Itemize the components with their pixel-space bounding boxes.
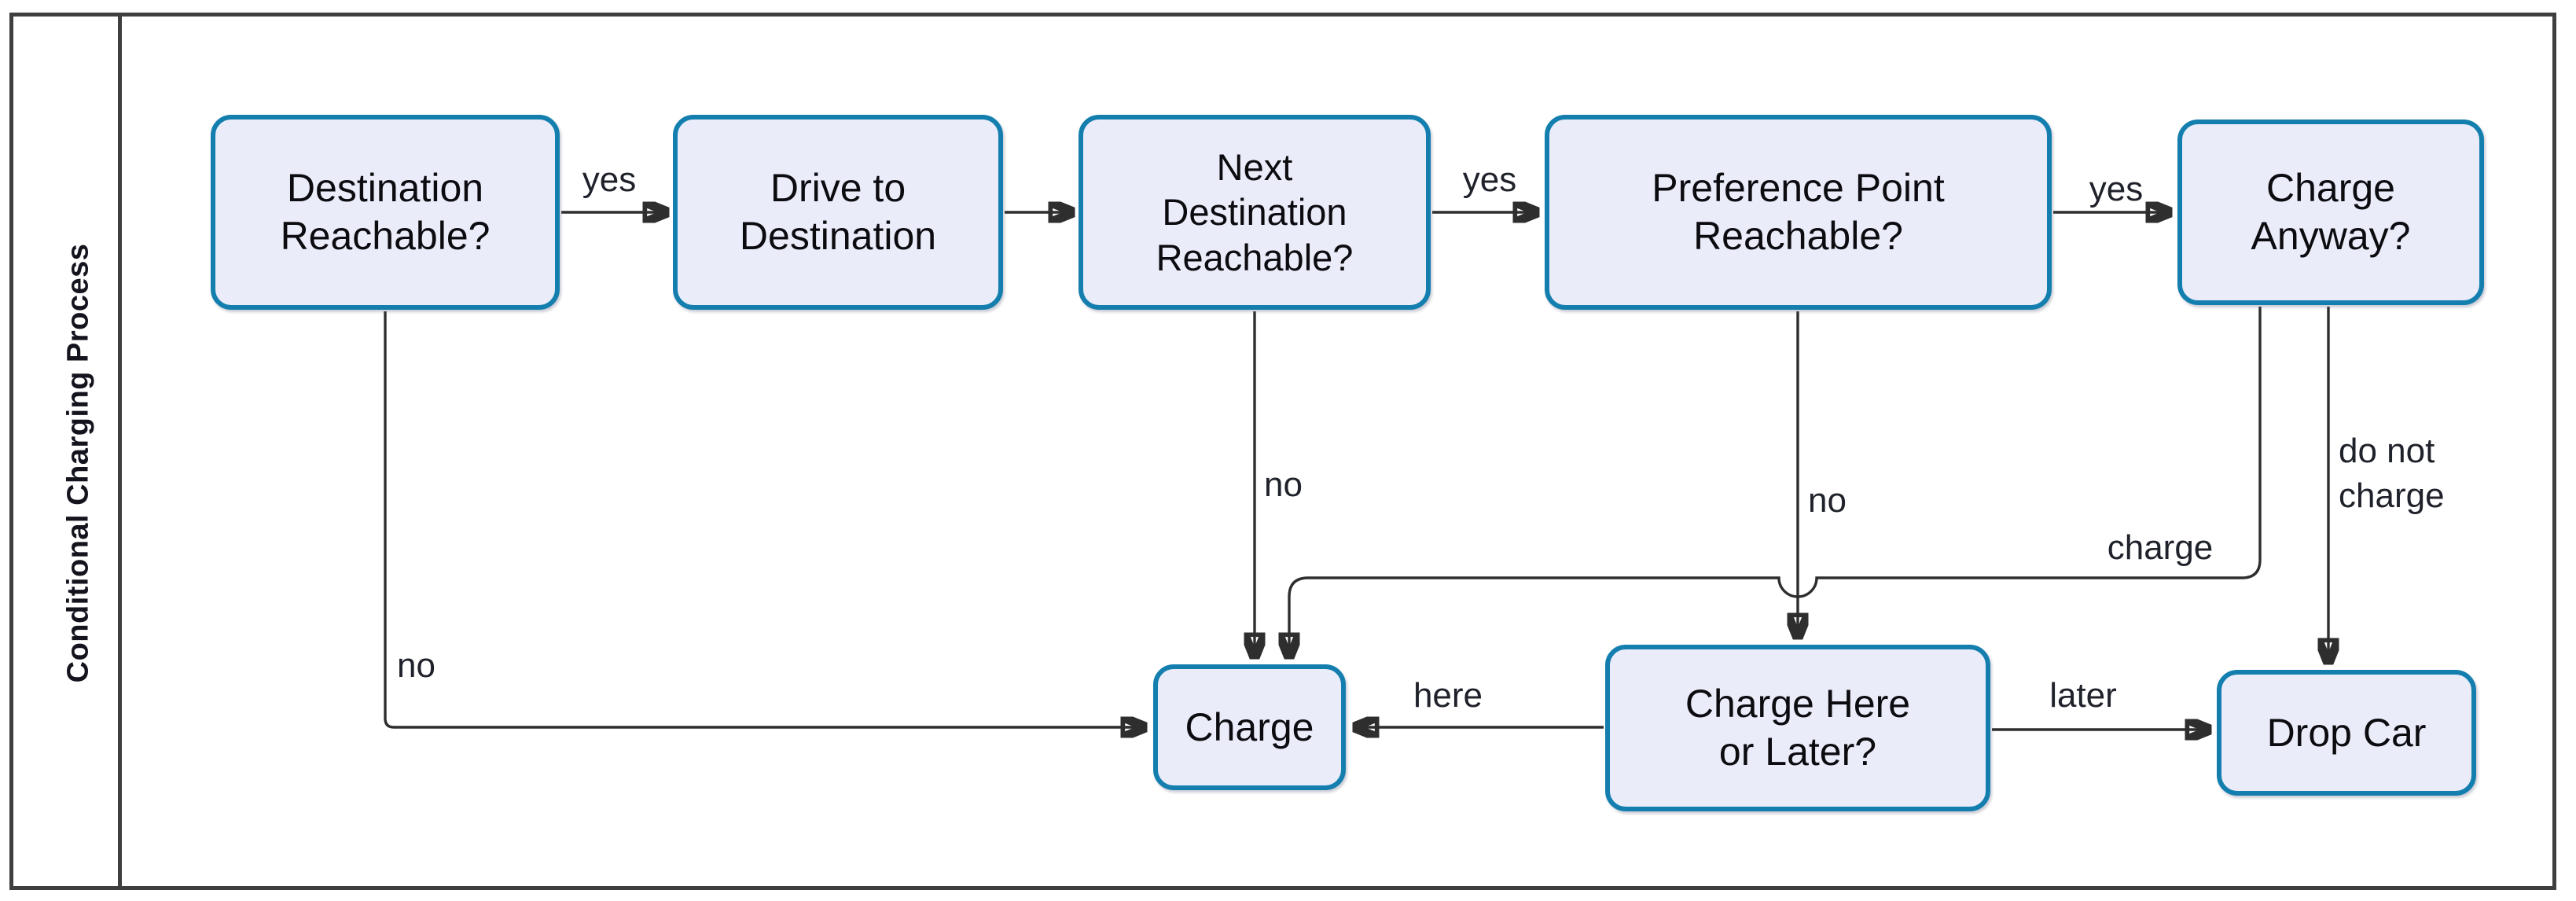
edge-label-yes-next-destination: yes [1462, 160, 1517, 199]
edge-label-later: later [2049, 676, 2117, 715]
node-label: Drop Car [2266, 710, 2427, 755]
lane-title: Conditional Charging Process [61, 243, 95, 683]
edge-label-no-next-destination: no [1264, 465, 1303, 504]
lane-divider [118, 13, 122, 890]
node-label: Charge Here or Later? [1685, 682, 1911, 774]
edge-label-here: here [1413, 676, 1483, 715]
node-charge-anyway: Charge Anyway? [2177, 120, 2484, 305]
node-label: Drive to Destination [739, 166, 937, 258]
edge-label-no-destination: no [397, 646, 435, 685]
node-next-destination-reachable: Next Destination Reachable? [1079, 115, 1431, 310]
node-label: Preference Point Reachable? [1652, 166, 1945, 258]
node-label: Destination Reachable? [280, 166, 491, 258]
node-charge: Charge [1153, 664, 1346, 790]
node-destination-reachable: Destination Reachable? [211, 115, 560, 310]
node-preference-point-reachable: Preference Point Reachable? [1545, 115, 2052, 310]
edge-label-yes-preference-point: yes [2089, 170, 2144, 208]
node-label: Charge [1185, 704, 1314, 749]
node-label: Charge Anyway? [2251, 166, 2411, 258]
edge-label-no-preference-point: no [1808, 481, 1847, 520]
node-label: Next Destination Reachable? [1156, 146, 1354, 278]
node-drop-car: Drop Car [2217, 670, 2476, 796]
edge-label-yes-destination: yes [582, 160, 637, 199]
edge-label-charge: charge [2107, 528, 2214, 567]
node-charge-here-or-later: Charge Here or Later? [1605, 645, 1990, 811]
edge-label-do-not-charge: do not charge [2339, 432, 2445, 516]
node-drive-to-destination: Drive to Destination [673, 115, 1003, 310]
lane-header: Conditional Charging Process [9, 13, 122, 890]
